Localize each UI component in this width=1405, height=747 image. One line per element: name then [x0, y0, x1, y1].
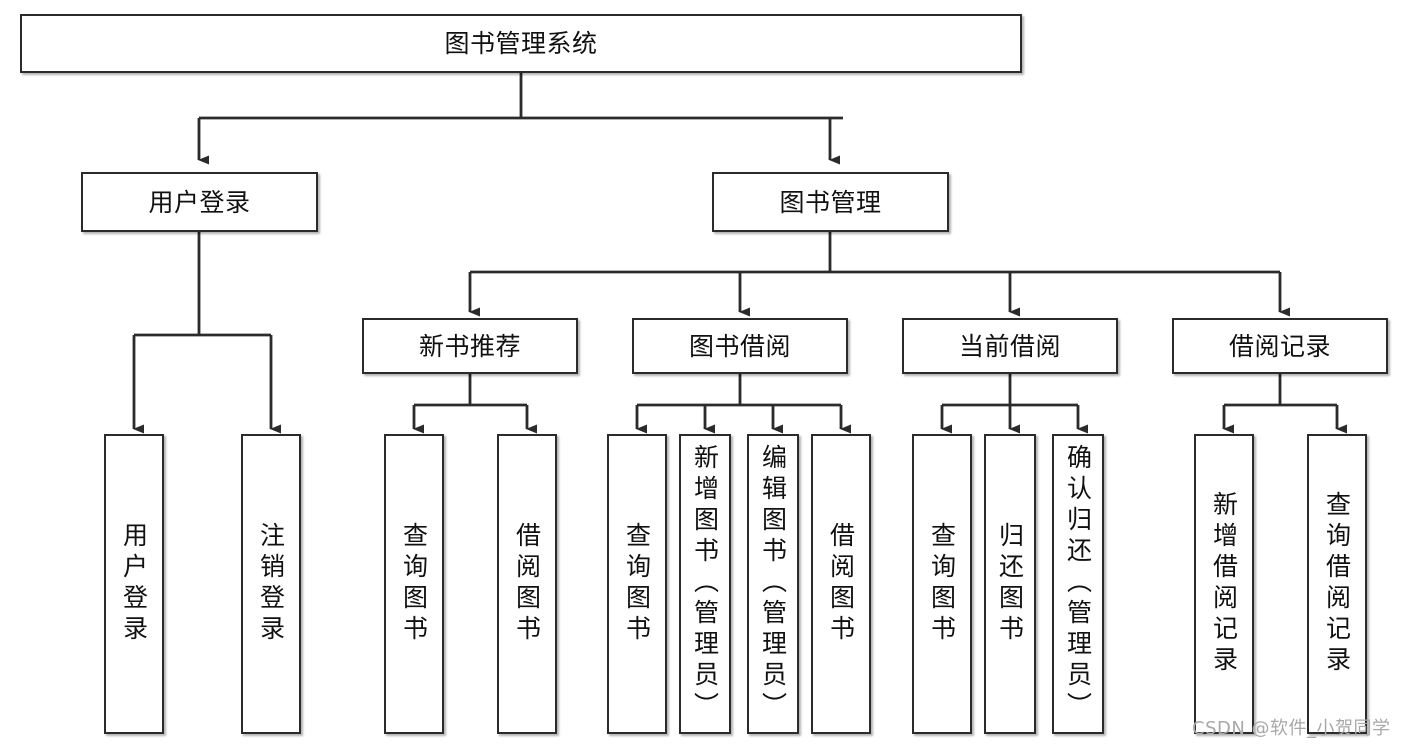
- node-label: 查询图书: [399, 522, 429, 646]
- node-leaf-confirm-return[interactable]: 确认归还（管理员）: [1052, 434, 1104, 734]
- node-label: 查询图书: [927, 522, 957, 646]
- node-label: 用户登录: [148, 187, 251, 217]
- node-leaf-add-record[interactable]: 新增借阅记录: [1194, 434, 1254, 734]
- node-leaf-return-book[interactable]: 归还图书: [984, 434, 1036, 734]
- node-root-book-management-system[interactable]: 图书管理系统: [20, 14, 1022, 73]
- node-user-login[interactable]: 用户登录: [81, 172, 318, 232]
- node-leaf-query-book-3[interactable]: 查询图书: [912, 434, 972, 734]
- watermark-text: CSDN @软件_小贺同学: [1192, 718, 1391, 739]
- node-leaf-borrow-book-2[interactable]: 借阅图书: [811, 434, 871, 734]
- node-book-borrow[interactable]: 图书借阅: [632, 318, 848, 374]
- node-label: 图书借阅: [688, 331, 791, 361]
- node-label: 新书推荐: [418, 331, 521, 361]
- node-label: 新增图书（管理员）: [690, 444, 720, 723]
- node-label: 归还图书: [995, 522, 1025, 646]
- node-book-management[interactable]: 图书管理: [712, 172, 949, 232]
- node-leaf-user-login[interactable]: 用户登录: [104, 434, 164, 734]
- node-leaf-logout-login[interactable]: 注销登录: [241, 434, 301, 734]
- node-label: 当前借阅: [958, 331, 1061, 361]
- node-borrow-record[interactable]: 借阅记录: [1172, 318, 1388, 374]
- node-label: 查询借阅记录: [1322, 491, 1352, 677]
- node-label: 图书管理: [779, 187, 882, 217]
- node-label: 用户登录: [119, 522, 149, 646]
- node-label: 图书管理系统: [444, 29, 598, 58]
- node-label: 注销登录: [256, 522, 286, 646]
- node-leaf-add-book[interactable]: 新增图书（管理员）: [679, 434, 731, 734]
- node-label: 借阅记录: [1228, 331, 1331, 361]
- node-current-borrow[interactable]: 当前借阅: [902, 318, 1118, 374]
- node-label: 借阅图书: [826, 522, 856, 646]
- node-leaf-query-book-2[interactable]: 查询图书: [607, 434, 667, 734]
- node-leaf-query-record[interactable]: 查询借阅记录: [1307, 434, 1367, 734]
- node-label: 编辑图书（管理员）: [758, 444, 788, 723]
- node-label: 查询图书: [622, 522, 652, 646]
- node-leaf-borrow-book-1[interactable]: 借阅图书: [497, 434, 557, 734]
- node-leaf-query-book-1[interactable]: 查询图书: [384, 434, 444, 734]
- node-label: 借阅图书: [512, 522, 542, 646]
- node-label: 确认归还（管理员）: [1063, 444, 1093, 723]
- node-leaf-edit-book[interactable]: 编辑图书（管理员）: [747, 434, 799, 734]
- node-new-book-recommend[interactable]: 新书推荐: [362, 318, 578, 374]
- node-label: 新增借阅记录: [1209, 491, 1239, 677]
